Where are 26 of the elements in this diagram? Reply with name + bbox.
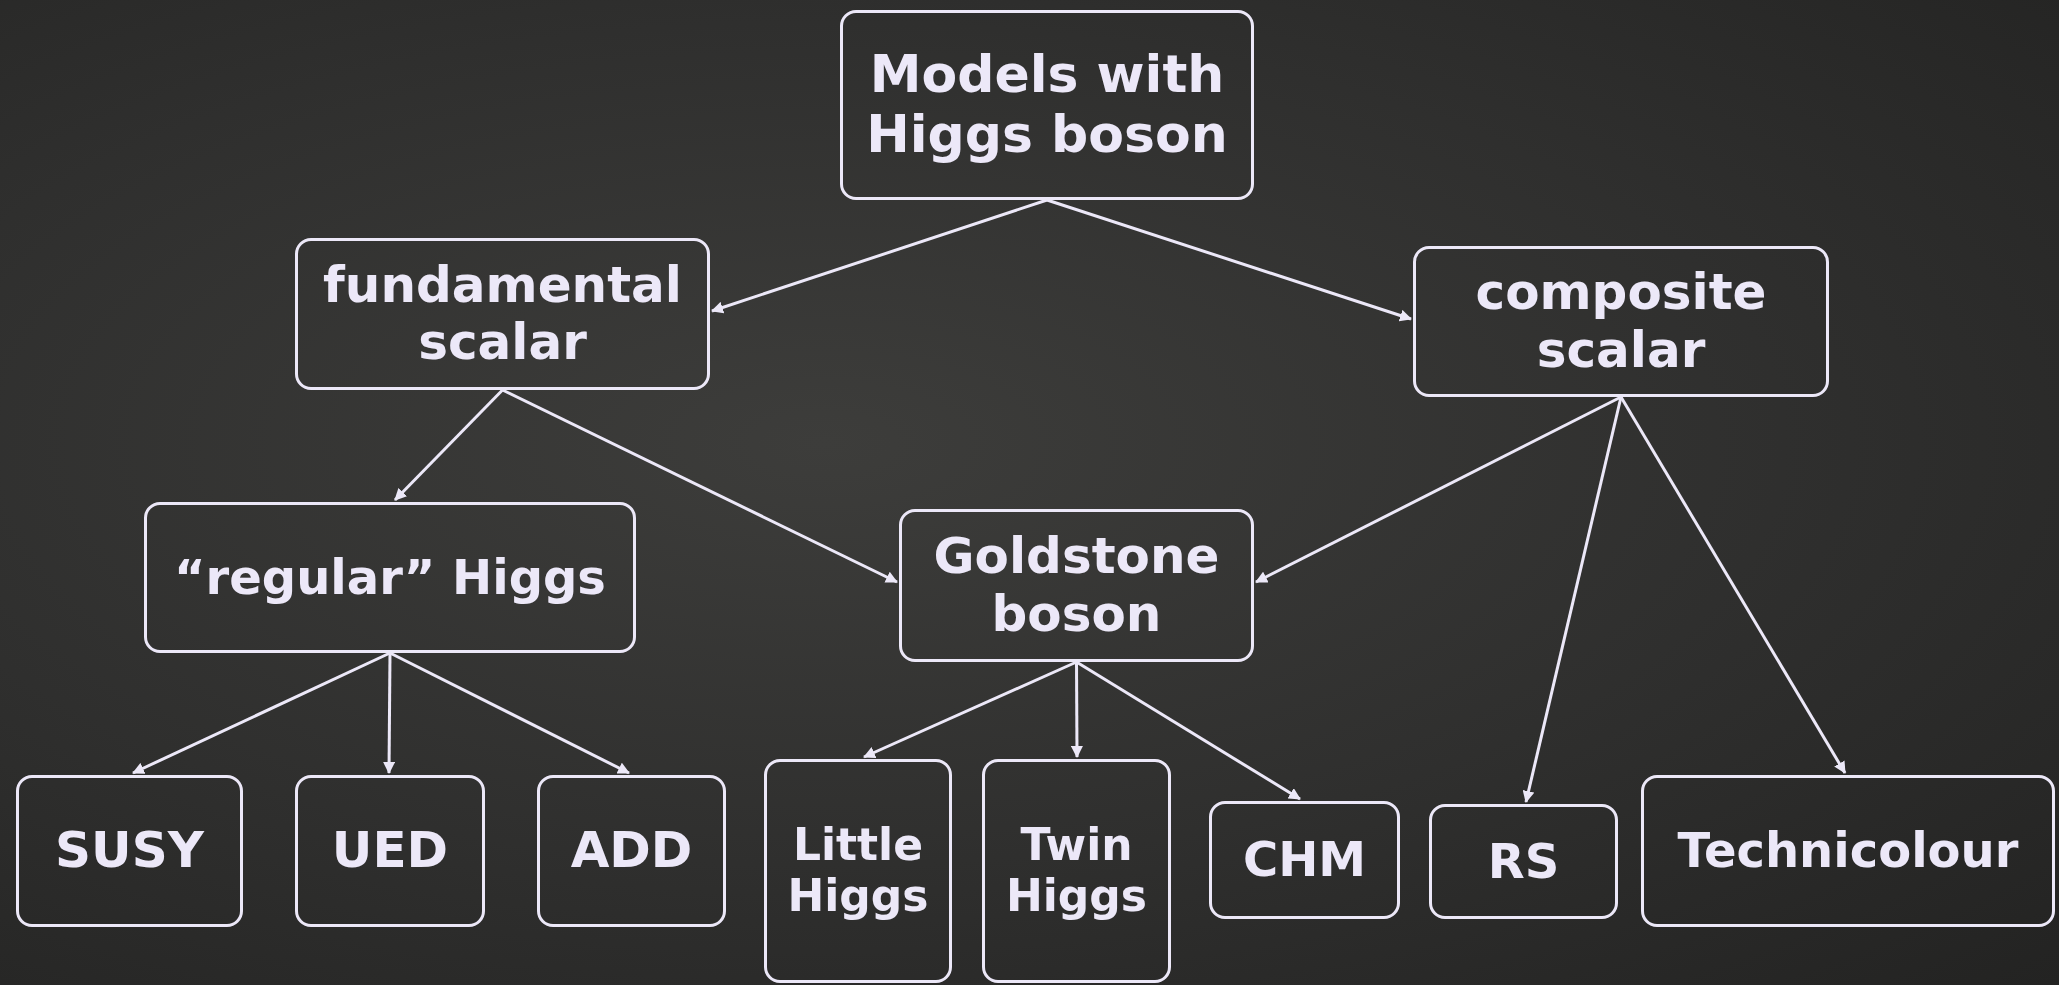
arrow xyxy=(1046,198,1412,322)
category-box: Twin Higgs xyxy=(982,759,1171,983)
category-box: CHM xyxy=(1209,801,1400,919)
category-box: fundamental scalar xyxy=(295,238,710,390)
arrow xyxy=(863,660,1078,759)
arrow xyxy=(501,388,898,584)
arrow xyxy=(132,651,391,775)
category-box: “regular” Higgs xyxy=(144,502,636,653)
arrow xyxy=(711,198,1048,314)
category-box: Goldstone boson xyxy=(899,509,1254,662)
category-box: Technicolour xyxy=(1641,775,2055,927)
category-box: ADD xyxy=(537,775,726,927)
category-box: composite scalar xyxy=(1413,246,1829,397)
category-box: Models with Higgs boson xyxy=(840,10,1254,200)
arrow xyxy=(1522,396,1623,803)
arrow xyxy=(1619,396,1847,774)
arrow xyxy=(1070,662,1083,758)
arrow xyxy=(1075,660,1301,801)
arrow xyxy=(393,388,504,502)
category-box: UED xyxy=(295,775,485,927)
arrow xyxy=(389,651,630,775)
arrow xyxy=(1255,395,1622,584)
arrow xyxy=(383,653,396,774)
category-box: SUSY xyxy=(16,775,243,927)
category-box: RS xyxy=(1429,804,1618,919)
category-box: Little Higgs xyxy=(764,759,952,983)
